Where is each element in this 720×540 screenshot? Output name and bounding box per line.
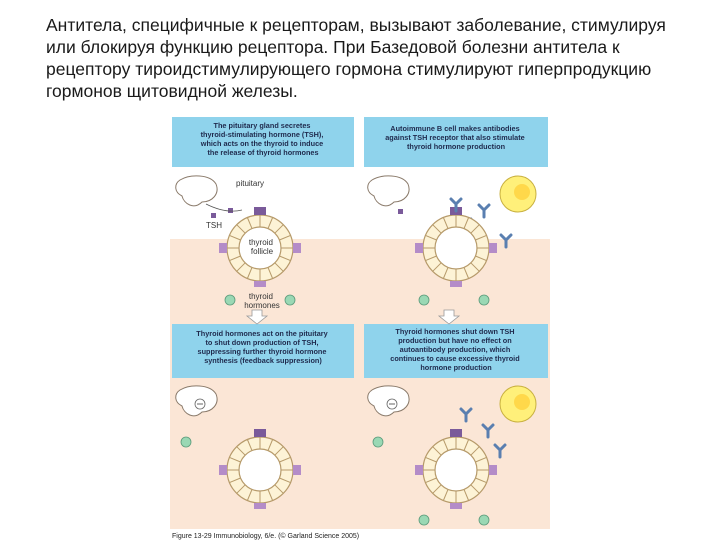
caption-3: Thyroid hormones act on the pituitary to…: [196, 329, 329, 365]
tsh-molecule: [398, 209, 403, 214]
label-pituitary: pituitary: [236, 179, 264, 188]
figure-svg: The pituitary gland secretes thyroid-sti…: [166, 114, 554, 540]
tsh-molecule: [211, 213, 216, 218]
caption-box-1: [172, 117, 354, 167]
slide-text: Антитела, специфичные к рецепторам, вызы…: [46, 14, 686, 102]
caption-4: Thyroid hormones shut down TSH productio…: [390, 327, 521, 372]
caption-box-2: [364, 117, 548, 167]
hormone-molecule: [284, 294, 296, 306]
label-thyroid-follicle: thyroid follicle: [249, 238, 275, 256]
hormone-molecule: [372, 436, 384, 448]
slide-text-line: рецептору тироидстимулирующего гормона с…: [46, 59, 652, 79]
slide-text-line: или блокируя функцию рецептора. При Базе…: [46, 37, 620, 57]
hormone-molecule: [478, 514, 490, 526]
hormone-molecule: [418, 514, 430, 526]
arrow: [205, 203, 243, 212]
hormone-molecule: [418, 294, 430, 306]
label-tsh: TSH: [206, 221, 222, 230]
b-cell-nucleus: [514, 394, 530, 410]
down-arrow-right: [437, 309, 461, 325]
lower-compartment: [170, 239, 550, 529]
immunology-figure: The pituitary gland secretes thyroid-sti…: [166, 114, 554, 540]
slide-text-line: гормонов щитовидной железы.: [46, 81, 298, 101]
tsh-molecule: [228, 208, 233, 213]
hormone-molecule: [224, 294, 236, 306]
label-thyroid-hormones: thyroid hormones: [244, 292, 280, 310]
down-arrow-left: [245, 309, 269, 325]
caption-box-3: [172, 324, 354, 378]
caption-box-4: [364, 324, 548, 378]
slide-text-line: Антитела, специфичные к рецепторам, вызы…: [46, 15, 666, 35]
caption-1: The pituitary gland secretes thyroid-sti…: [200, 121, 326, 157]
hormone-molecule: [180, 436, 192, 448]
caption-2: Autoimmune B cell makes antibodies again…: [385, 124, 527, 151]
b-cell-nucleus: [514, 184, 530, 200]
figure-caption: Figure 13-29 Immunobiology, 6/e. (© Garl…: [172, 532, 359, 540]
hormone-molecule: [478, 294, 490, 306]
